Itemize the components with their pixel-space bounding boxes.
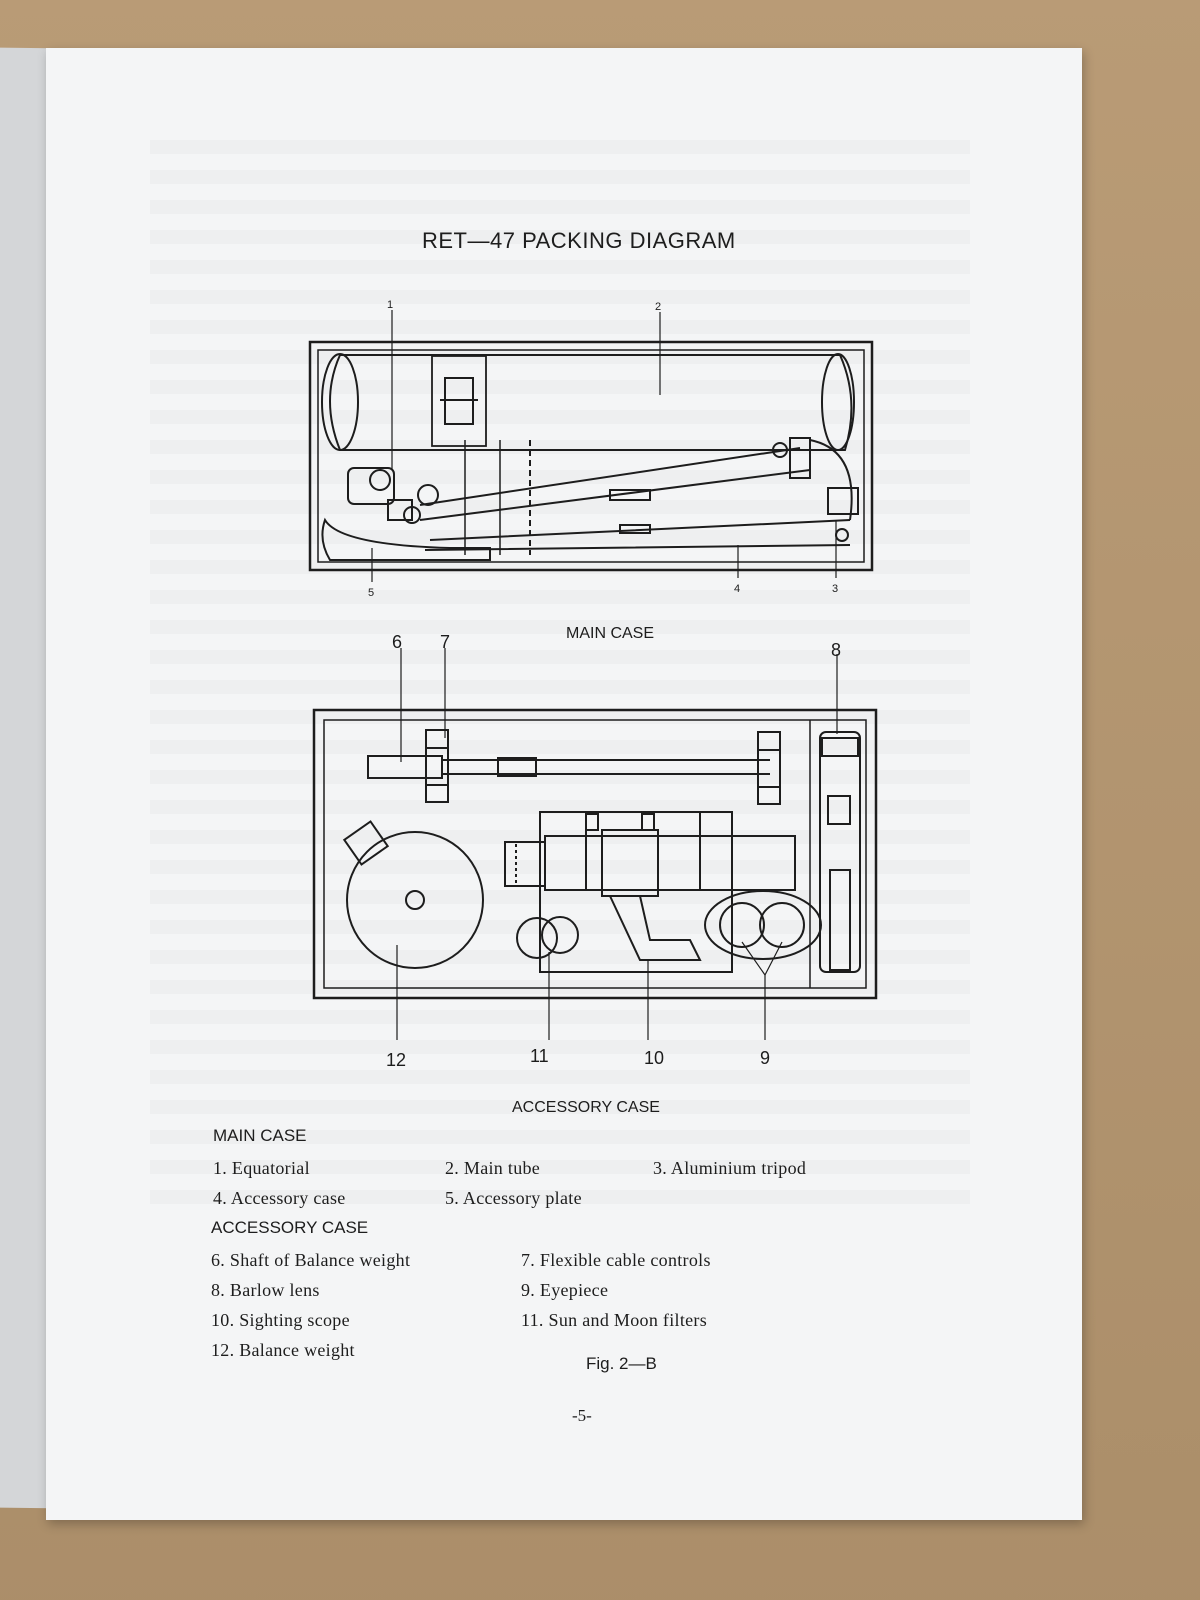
callout-1: 1 (387, 299, 393, 311)
callout-3: 3 (832, 583, 838, 595)
accessory-case-drawing (312, 648, 878, 1040)
manual-page (46, 48, 1082, 1520)
callout-12: 12 (386, 1050, 406, 1070)
legend-item: 7. Flexible cable controls (521, 1250, 711, 1270)
legend-item: 2. Main tube (445, 1158, 541, 1178)
figure-label: Fig. 2—B (586, 1354, 657, 1373)
page-title: RET—47 PACKING DIAGRAM (422, 228, 736, 253)
callout-4: 4 (734, 583, 740, 595)
legend-item: 4. Accessory case (213, 1188, 346, 1208)
callout-8: 8 (831, 640, 841, 660)
callout-7: 7 (440, 632, 450, 652)
legend-item: 6. Shaft of Balance weight (211, 1250, 411, 1270)
callout-9: 9 (760, 1048, 770, 1068)
bleed-through-text (150, 140, 970, 1220)
callout-10: 10 (644, 1048, 664, 1068)
legend-item: 3. Aluminium tripod (653, 1158, 807, 1178)
callout-5: 5 (368, 587, 374, 599)
legend-item: 9. Eyepiece (521, 1280, 609, 1300)
main-case-drawing (308, 310, 874, 582)
legend-main-case-heading: MAIN CASE (213, 1126, 307, 1145)
legend-accessory-case-heading: ACCESSORY CASE (211, 1218, 369, 1237)
callout-2: 2 (655, 301, 661, 313)
callout-6: 6 (392, 632, 402, 652)
legend-item: 11. Sun and Moon filters (521, 1310, 708, 1330)
legend-item: 1. Equatorial (213, 1158, 310, 1178)
legend-item: 12. Balance weight (211, 1340, 355, 1360)
page-number: -5- (572, 1406, 592, 1425)
callout-11: 11 (530, 1046, 549, 1066)
accessory-case-caption: ACCESSORY CASE (512, 1099, 660, 1116)
main-case-caption: MAIN CASE (566, 625, 654, 642)
legend-item: 5. Accessory plate (445, 1188, 582, 1208)
legend-item: 10. Sighting scope (211, 1310, 350, 1330)
legend-item: 8. Barlow lens (211, 1280, 320, 1300)
